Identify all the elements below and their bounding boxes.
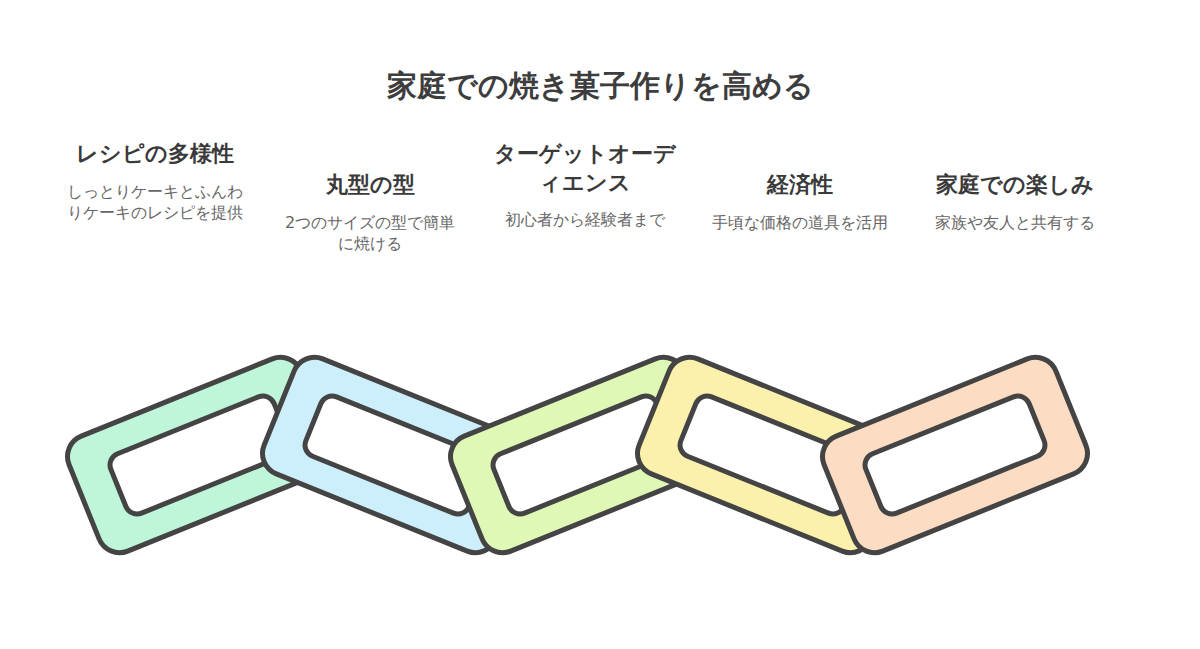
feature-description: 家族や友人と共有する [925, 212, 1105, 234]
feature-description: 手頃な価格の道具を活用 [710, 212, 890, 234]
feature-column: 家庭での楽しみ家族や友人と共有する [917, 171, 1113, 233]
chain-link [816, 351, 1094, 560]
feature-heading: 丸型の型 [277, 171, 463, 200]
feature-column: 丸型の型 2つのサイズの型で簡単に焼ける [272, 171, 468, 255]
feature-heading: 経済性 [707, 171, 893, 200]
feature-column: レシピの多様性しっとりケーキとふんわりケーキのレシピを提供 [57, 140, 253, 224]
feature-description: 2つのサイズの型で簡単に焼ける [280, 212, 460, 255]
feature-description: 初心者から経験者まで [495, 209, 675, 231]
feature-heading: 家庭での楽しみ [922, 171, 1108, 200]
diagram-title: 家庭での焼き菓子作りを高める [0, 66, 1200, 107]
feature-description: しっとりケーキとふんわりケーキのレシピを提供 [65, 181, 245, 224]
feature-heading: レシピの多様性 [62, 140, 248, 169]
feature-column: 経済性手頃な価格の道具を活用 [702, 171, 898, 233]
feature-column: ターゲットオーディエンス初心者から経験者まで [487, 140, 683, 231]
feature-heading: ターゲットオーディエンス [492, 140, 678, 197]
